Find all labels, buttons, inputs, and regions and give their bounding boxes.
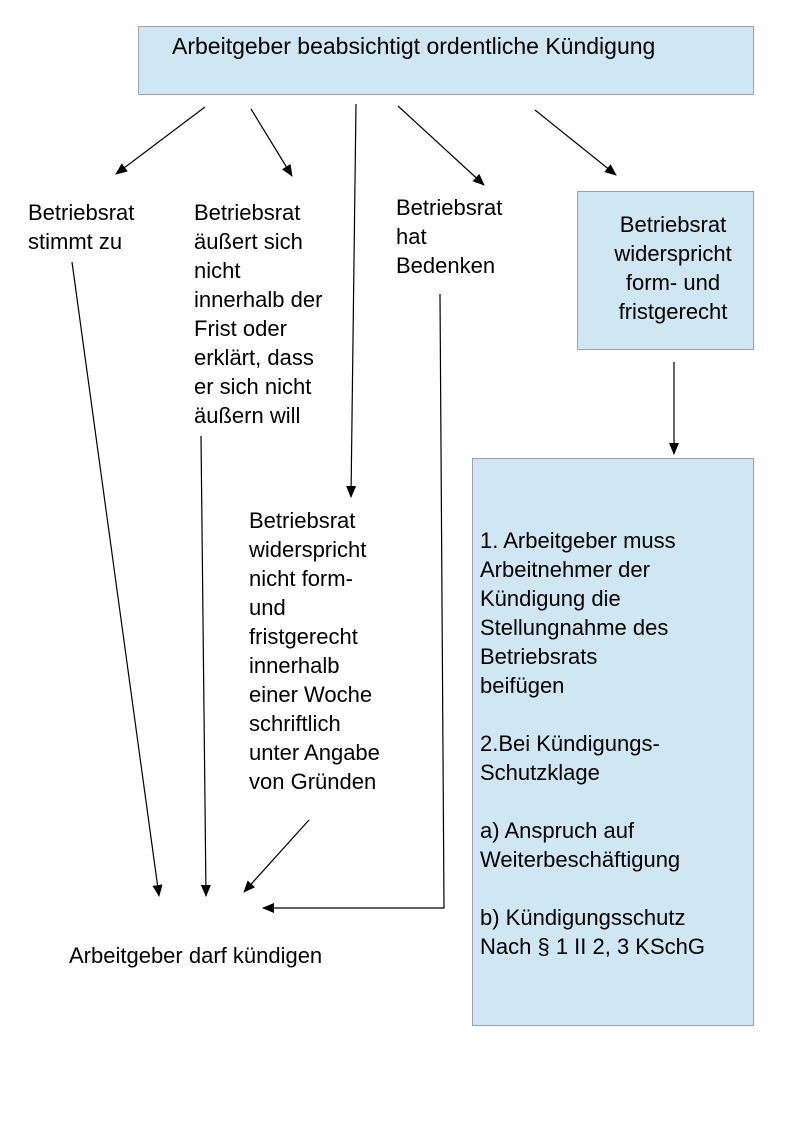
arrow-top-to-stimmt-zu — [115, 106, 206, 175]
arrow-top-to-widerspricht-form — [534, 109, 617, 176]
box-consequences — [472, 458, 754, 1026]
arrow-stimmt-zu-to-darf — [71, 261, 163, 897]
node-darf-kuendigen: Arbeitgeber darf kündigen — [69, 943, 323, 968]
node-consequences: 1. Arbeitgeber muss Arbeitnehmer der Kün… — [480, 528, 706, 959]
arrow-top-to-bedenken — [397, 105, 485, 186]
node-widerspricht-form: Betriebsrat widerspricht form- und frist… — [614, 212, 732, 324]
node-stimmt-zu: Betriebsrat stimmt zu — [28, 200, 135, 254]
arrow-top-to-aeussert-nicht — [250, 108, 293, 177]
top-box — [138, 26, 754, 95]
arrow-bedenken-to-darf — [262, 293, 445, 913]
node-aeussert-nicht: Betriebsrat äußert sich nicht innerhalb … — [194, 200, 323, 428]
arrow-top-to-widerspricht-nicht-form — [346, 103, 357, 498]
arrow-widerspricht-nicht-form-to-darf — [243, 819, 310, 893]
node-bedenken: Betriebsrat hat Bedenken — [396, 195, 503, 278]
box-widerspricht-form — [577, 191, 754, 350]
arrow-aeussert-to-darf — [200, 435, 211, 897]
top-box-text: Arbeitgeber beabsichtigt ordentliche Kün… — [172, 33, 656, 59]
node-widerspricht-nicht-form: Betriebsrat widerspricht nicht form- und… — [249, 508, 380, 794]
